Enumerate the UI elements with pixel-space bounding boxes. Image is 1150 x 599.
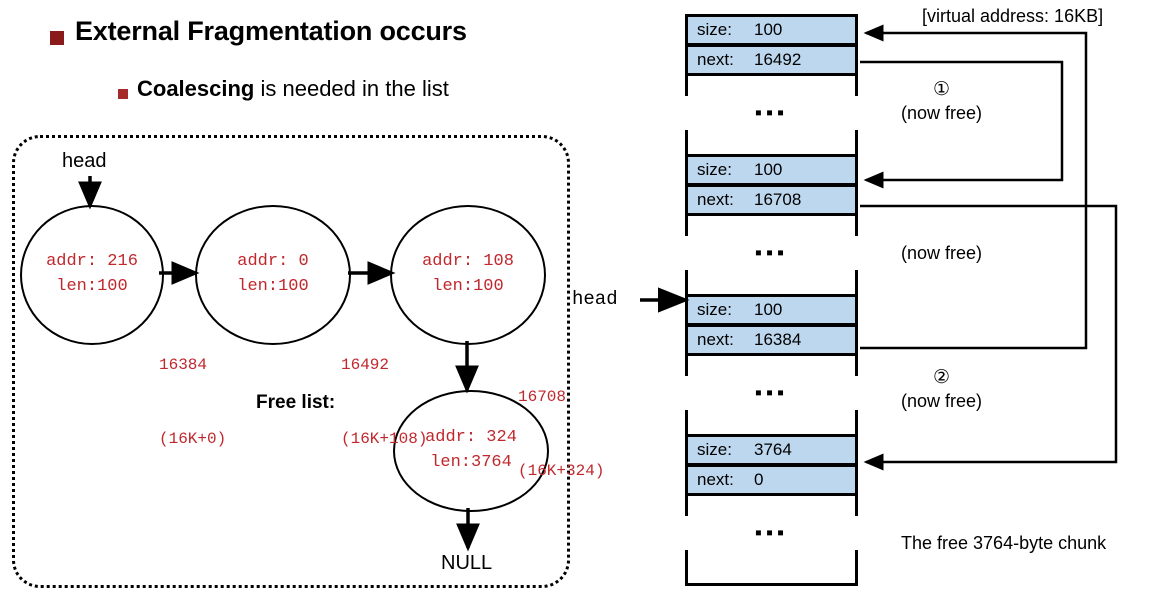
node-addr: addr: 216	[46, 252, 138, 272]
block-size-row: size: 100	[688, 14, 855, 45]
free-list-container	[12, 135, 570, 588]
block-next-row: next: 16384	[688, 325, 855, 356]
block-next-row: next: 0	[688, 465, 855, 496]
node-len: len:100	[56, 277, 128, 296]
memory-ellipsis: ▪▪▪	[685, 376, 858, 410]
memory-block-tail	[685, 550, 858, 586]
block-next-row: next: 16492	[688, 45, 855, 76]
now-free-label: (now free)	[901, 243, 983, 263]
block-size-value: 100	[754, 300, 783, 319]
step-marker-two: ②	[933, 367, 951, 388]
memory-block: size: 3764 next: 0	[685, 410, 858, 520]
block-size-key: size:	[697, 300, 732, 319]
pointer-block2-to-block4	[860, 204, 1118, 471]
block-size-key: size:	[697, 20, 732, 39]
heading-external-fragmentation: External Fragmentation occurs	[75, 16, 467, 46]
memory-block: size: 100 next: 16492	[685, 14, 858, 100]
free-list-null-terminator: NULL	[441, 552, 493, 574]
node-len: len:100	[237, 277, 309, 296]
block-next-value: 16708	[754, 190, 802, 209]
free-list-caption: Free list:	[256, 392, 336, 413]
memory-block: size: 100 next: 16708	[685, 130, 858, 240]
node-addr: addr: 0	[237, 252, 309, 272]
subheading-coalescing-rest: is needed in the list	[254, 76, 449, 101]
step-marker-one: ①	[933, 79, 951, 100]
memory-head-pointer-label: head	[572, 288, 618, 310]
pointer-block3-to-block1	[860, 24, 1088, 350]
now-free-label: (now free)	[901, 391, 983, 411]
block-next-key: next:	[697, 50, 734, 69]
subheading-coalescing: Coalescing is needed in the list	[137, 76, 449, 102]
node-len: len:100	[432, 277, 504, 296]
ellipsis-dots: ▪▪▪	[754, 102, 789, 124]
block-next-key: next:	[697, 190, 734, 209]
block-body	[688, 410, 855, 434]
block-next-key: next:	[697, 470, 734, 489]
list-node: addr: 0 len:100	[195, 205, 351, 345]
block-next-row: next: 16708	[688, 185, 855, 216]
block-size-key: size:	[697, 440, 732, 459]
block-next-value: 16384	[754, 330, 802, 349]
node-addr: addr: 108	[422, 252, 514, 272]
edge-address-label: 16708 (16K+324)	[518, 335, 604, 509]
free-list-head-label: head	[62, 150, 107, 172]
edge-address: 16492	[341, 355, 390, 374]
block-size-row: size: 3764	[688, 434, 855, 465]
list-node: addr: 216 len:100	[20, 205, 164, 345]
block-size-value: 100	[754, 160, 783, 179]
memory-block: size: 100 next: 16384	[685, 270, 858, 380]
subheading-coalescing-bold: Coalescing	[137, 76, 255, 101]
edge-offset: (16K+0)	[159, 429, 227, 448]
node-addr: addr: 324	[425, 428, 517, 448]
list-node: addr: 108 len:100	[390, 205, 546, 345]
memory-ellipsis: ▪▪▪	[685, 236, 858, 270]
memory-ellipsis: ▪▪▪	[685, 516, 858, 550]
free-chunk-caption: The free 3764-byte chunk	[901, 533, 1107, 553]
block-next-key: next:	[697, 330, 734, 349]
block-next-value: 16492	[754, 50, 802, 69]
ellipsis-dots: ▪▪▪	[754, 382, 789, 404]
block-body	[688, 270, 855, 294]
block-size-row: size: 100	[688, 154, 855, 185]
edge-address: 16708	[518, 387, 567, 406]
bullet-marker-level1	[50, 31, 64, 45]
memory-layout-table: size: 100 next: 16492 ▪▪▪ size: 100 next…	[685, 14, 858, 586]
block-size-value: 100	[754, 20, 783, 39]
now-free-label: (now free)	[901, 103, 983, 123]
edge-offset: (16K+324)	[518, 461, 605, 480]
block-size-key: size:	[697, 160, 732, 179]
memory-ellipsis: ▪▪▪	[685, 96, 858, 130]
edge-offset: (16K+108)	[341, 429, 428, 448]
node-len: len:3764	[430, 453, 512, 472]
edge-address: 16384	[159, 355, 208, 374]
block-body	[688, 130, 855, 154]
ellipsis-dots: ▪▪▪	[754, 522, 789, 544]
block-next-value: 0	[754, 470, 764, 489]
block-size-row: size: 100	[688, 294, 855, 325]
virtual-address-label: [virtual address: 16KB]	[922, 6, 1104, 26]
bullet-marker-level2	[118, 89, 128, 99]
block-size-value: 3764	[754, 440, 792, 459]
edge-address-label: 16384 (16K+0)	[159, 303, 226, 477]
list-node: addr: 324 len:3764	[393, 390, 549, 512]
edge-address-label: 16492 (16K+108)	[341, 303, 427, 477]
ellipsis-dots: ▪▪▪	[754, 242, 789, 264]
